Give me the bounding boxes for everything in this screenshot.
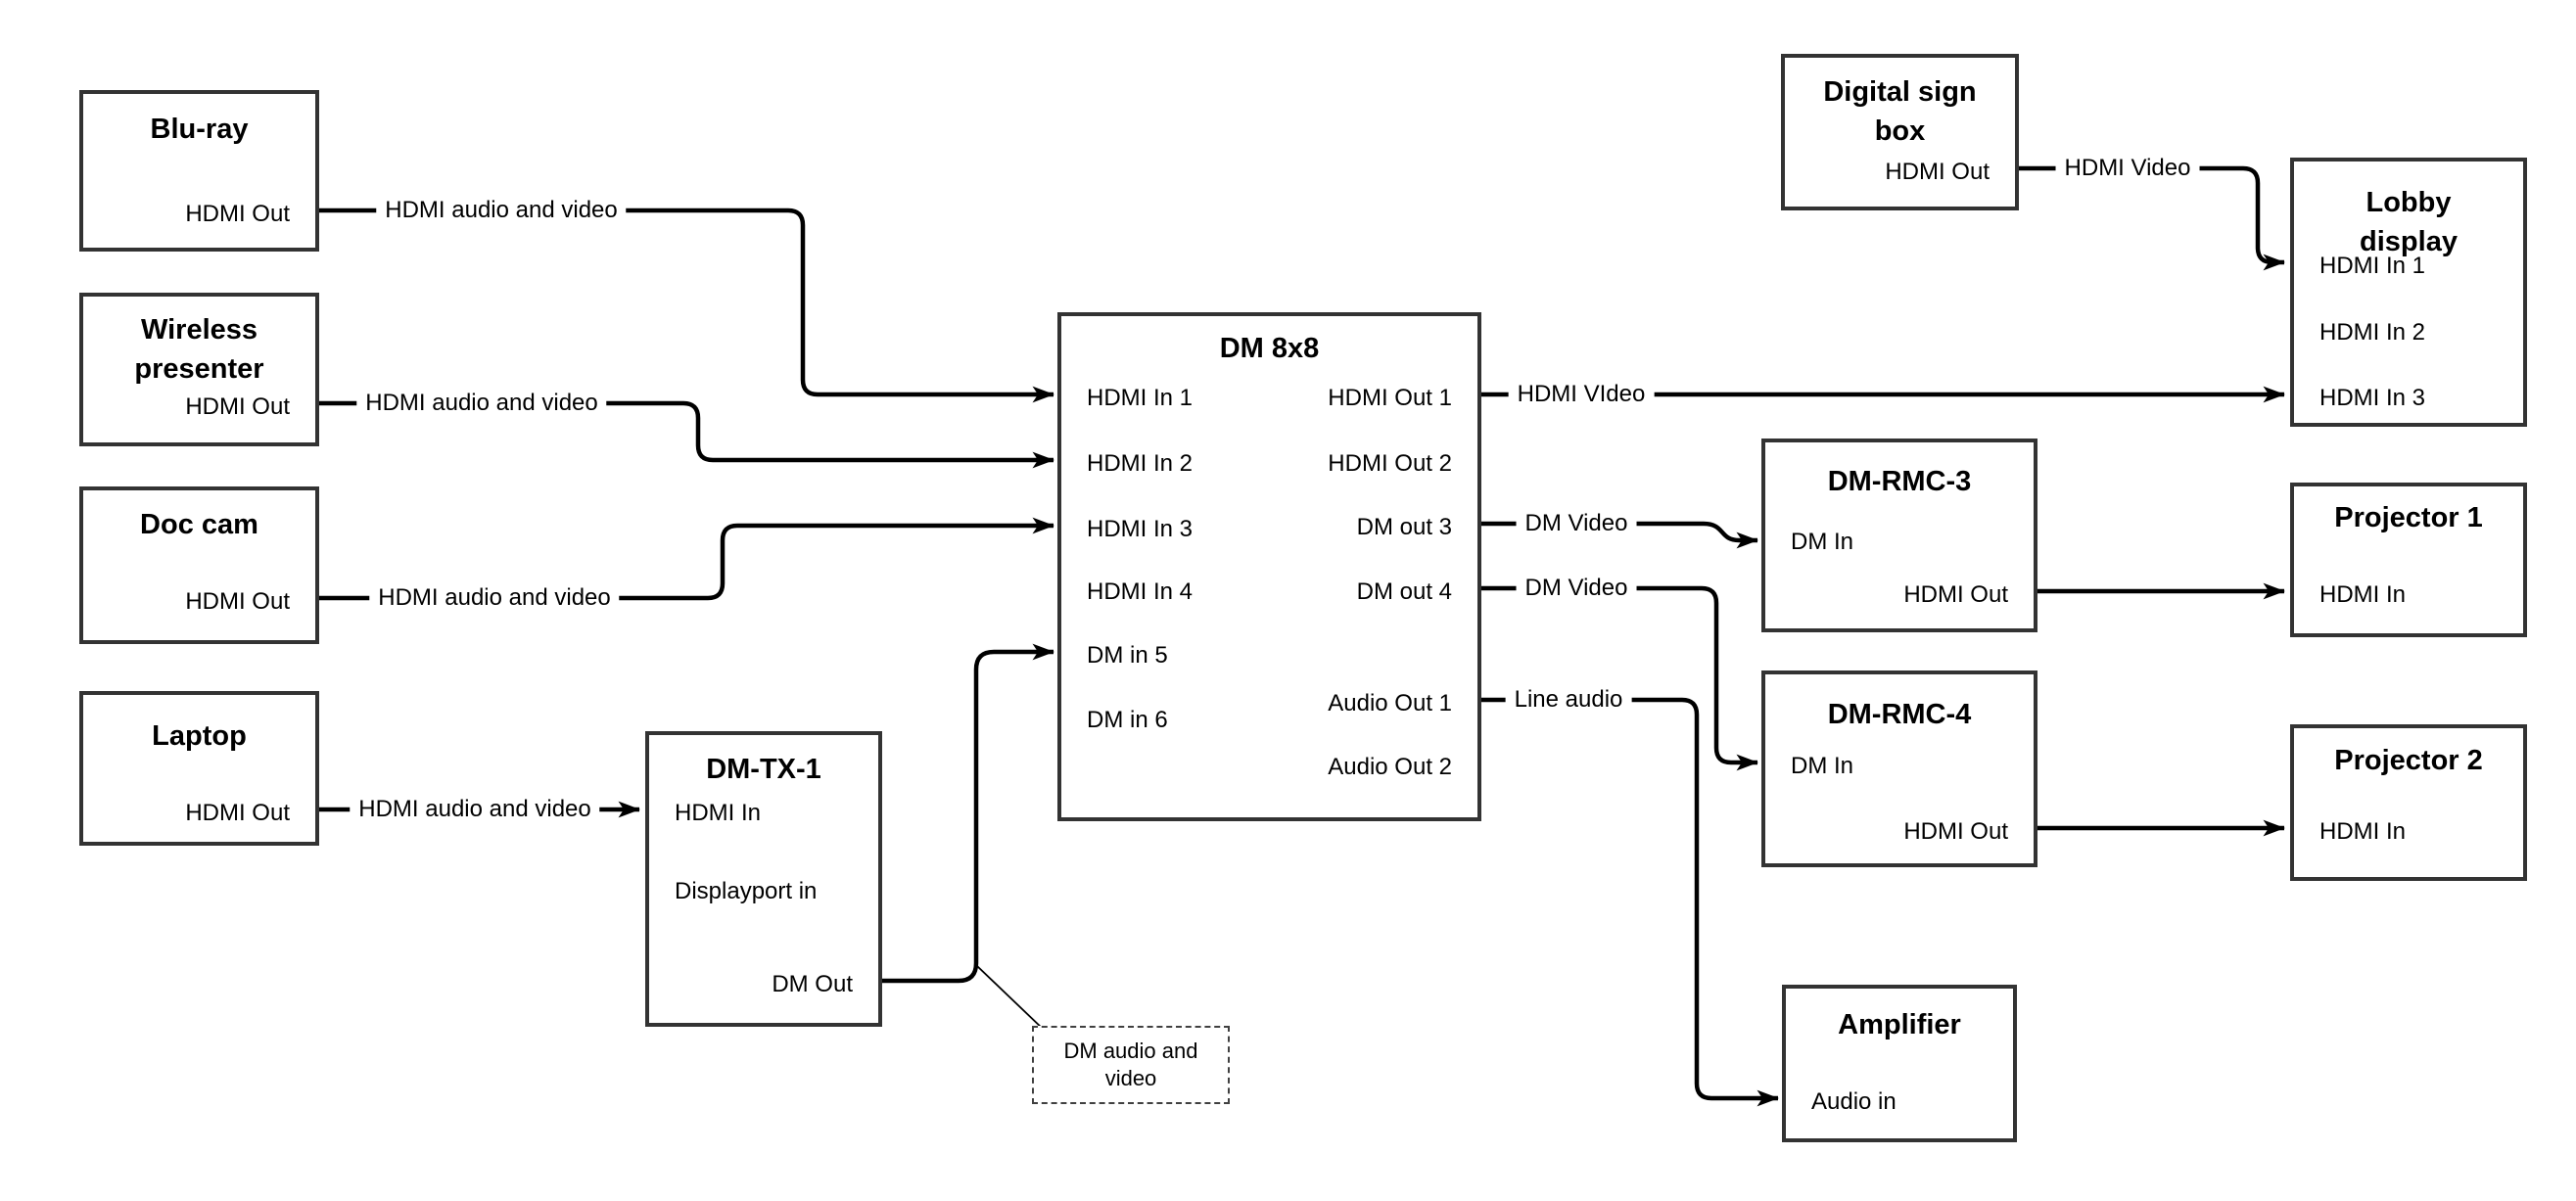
note-text: DM audio and video — [1063, 1039, 1198, 1090]
wire-label-line-audio: Line audio — [1505, 684, 1632, 716]
port-dm8x8-hdmi-in-3: HDMI In 3 — [1087, 516, 1194, 542]
port-dm8x8-hdmi-out-1: HDMI Out 1 — [1328, 385, 1452, 411]
port-proj1-hdmi-in: HDMI In — [2319, 581, 2407, 608]
node-title: DM 8x8 — [1219, 333, 1320, 364]
port-dm8x8-dm-out-3: DM out 3 — [1356, 514, 1452, 540]
port-bluray-hdmi-out: HDMI Out — [185, 201, 290, 227]
node-laptop: Laptop HDMI Out — [79, 691, 319, 846]
node-title: DM-RMC-4 — [1827, 699, 1972, 730]
node-title: Lobby display — [2360, 187, 2458, 257]
port-doccam-hdmi-out: HDMI Out — [185, 588, 290, 615]
wire-dm8x8-out4-to-rmc4 — [1481, 585, 1758, 771]
node-title: Laptop — [152, 720, 247, 752]
wire-label-dm-video-out4: DM Video — [1516, 573, 1637, 604]
port-rmc3-dm-in: DM In — [1791, 529, 1854, 555]
wire-label-hdmi-av-laptop: HDMI audio and video — [350, 794, 600, 825]
node-lobby-display: Lobby display HDMI In 1 HDMI In 2 HDMI I… — [2290, 158, 2527, 427]
node-title: Amplifier — [1838, 1009, 1961, 1040]
port-dmtx1-dm-out: DM Out — [772, 971, 853, 997]
wire-label-hdmi-av-bluray: HDMI audio and video — [376, 195, 627, 226]
wire-label-dm-video-out3: DM Video — [1516, 508, 1637, 539]
node-title: Projector 1 — [2334, 502, 2483, 533]
port-wireless-hdmi-out: HDMI Out — [185, 393, 290, 420]
port-dm8x8-hdmi-in-1: HDMI In 1 — [1087, 385, 1194, 411]
port-rmc4-hdmi-out: HDMI Out — [1903, 818, 2008, 845]
port-amplifier-audio-in: Audio in — [1811, 1088, 1897, 1115]
port-lobby-hdmi-in-2: HDMI In 2 — [2319, 319, 2426, 346]
wire-bluray-to-dm8x8-in1 — [319, 208, 1054, 403]
node-projector-2: Projector 2 HDMI In — [2290, 724, 2527, 881]
wire-label-hdmi-video-out1: HDMI VIdeo — [1508, 379, 1655, 410]
node-digital-sign-box: Digital sign box HDMI Out — [1781, 54, 2019, 210]
wire-dmtx1-to-dm8x8-in5 — [882, 643, 1054, 984]
node-bluray: Blu-ray HDMI Out — [79, 90, 319, 252]
node-title: Projector 2 — [2334, 745, 2483, 776]
node-doc-cam: Doc cam HDMI Out — [79, 486, 319, 644]
port-signbox-hdmi-out: HDMI Out — [1885, 159, 1990, 185]
node-dm-rmc-3: DM-RMC-3 DM In HDMI Out — [1761, 439, 2037, 632]
node-title: DM-RMC-3 — [1827, 466, 1972, 497]
node-wireless-presenter: Wireless presenter HDMI Out — [79, 293, 319, 446]
port-dm8x8-dm-out-4: DM out 4 — [1356, 578, 1452, 605]
port-lobby-hdmi-in-1: HDMI In 1 — [2319, 253, 2426, 279]
node-title: Doc cam — [140, 509, 258, 540]
node-title: Blu-ray — [150, 114, 249, 145]
port-dm8x8-hdmi-in-2: HDMI In 2 — [1087, 450, 1194, 477]
port-lobby-hdmi-in-3: HDMI In 3 — [2319, 385, 2426, 411]
node-title: DM-TX-1 — [706, 754, 821, 785]
wire-dm8x8-aout1-to-amplifier — [1481, 697, 1779, 1107]
node-title: Wireless presenter — [134, 314, 264, 385]
wire-label-hdmi-av-wireless: HDMI audio and video — [356, 388, 607, 419]
port-dmtx1-displayport-in: Displayport in — [675, 878, 818, 904]
node-dm-tx-1: DM-TX-1 HDMI In Displayport in DM Out — [645, 731, 882, 1027]
node-amplifier: Amplifier Audio in — [1782, 985, 2017, 1142]
wire-doccam-to-dm8x8-in3 — [319, 517, 1054, 601]
port-dm8x8-dm-in-6: DM in 6 — [1087, 707, 1168, 733]
node-dm-8x8: DM 8x8 HDMI In 1 HDMI In 2 HDMI In 3 HDM… — [1057, 312, 1481, 821]
port-dm8x8-hdmi-in-4: HDMI In 4 — [1087, 578, 1194, 605]
wire-label-hdmi-av-doccam: HDMI audio and video — [369, 582, 620, 614]
port-dmtx1-hdmi-in: HDMI In — [675, 800, 762, 826]
port-dm8x8-hdmi-out-2: HDMI Out 2 — [1328, 450, 1452, 477]
port-laptop-hdmi-out: HDMI Out — [185, 800, 290, 826]
port-dm8x8-dm-in-5: DM in 5 — [1087, 642, 1168, 669]
node-projector-1: Projector 1 HDMI In — [2290, 483, 2527, 637]
node-dm-rmc-4: DM-RMC-4 DM In HDMI Out — [1761, 670, 2037, 867]
port-dm8x8-audio-out-2: Audio Out 2 — [1328, 754, 1452, 780]
note-dm-audio-and-video: DM audio and video — [1032, 1026, 1230, 1104]
wire-label-hdmi-video-sign: HDMI Video — [2055, 153, 2200, 184]
port-rmc4-dm-in: DM In — [1791, 753, 1854, 779]
wire-signbox-to-lobby-in1 — [2019, 165, 2285, 271]
node-title: Digital sign box — [1823, 76, 1977, 147]
note-callout-line — [975, 964, 1045, 1031]
port-rmc3-hdmi-out: HDMI Out — [1903, 581, 2008, 608]
port-dm8x8-audio-out-1: Audio Out 1 — [1328, 690, 1452, 716]
port-proj2-hdmi-in: HDMI In — [2319, 818, 2407, 845]
wire-wireless-to-dm8x8-in2 — [319, 400, 1054, 469]
wire-dm8x8-out3-to-rmc3 — [1481, 521, 1758, 549]
